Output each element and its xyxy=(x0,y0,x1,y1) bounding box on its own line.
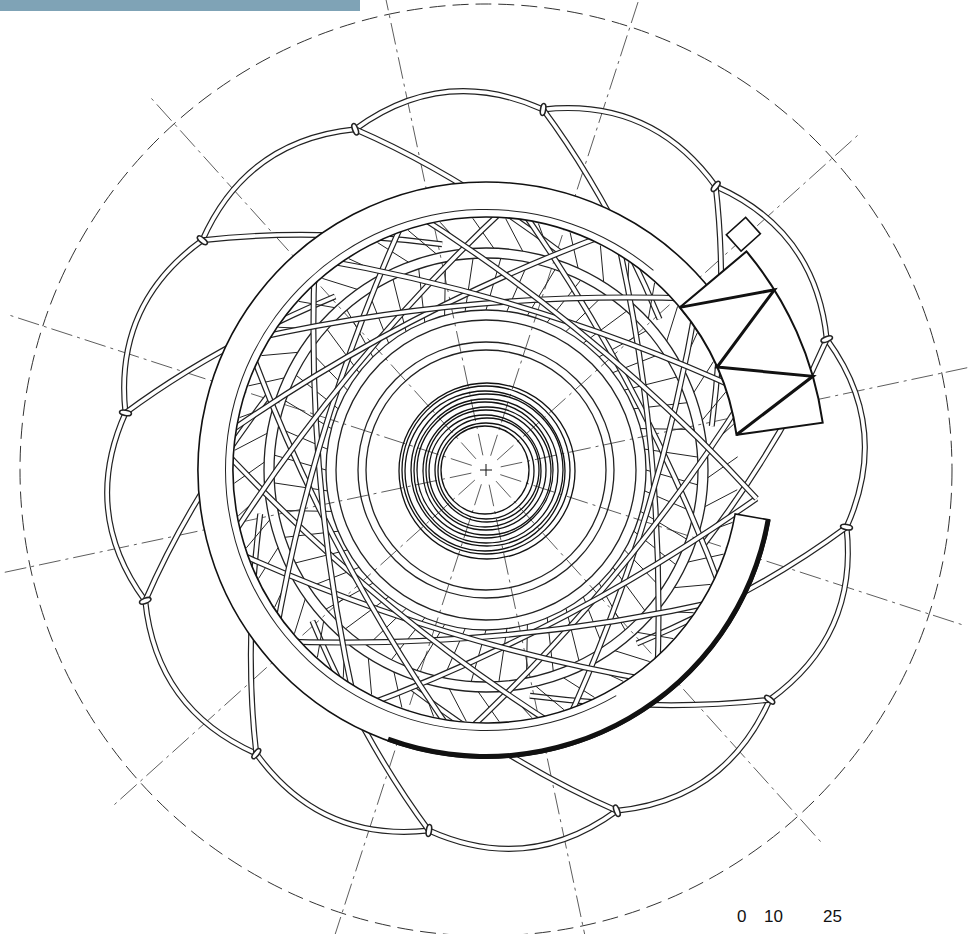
coil-ring xyxy=(435,418,539,522)
petal-arch xyxy=(617,700,770,811)
ramp-band xyxy=(198,182,770,758)
petal-arch xyxy=(355,91,543,129)
petal-arch xyxy=(107,413,145,601)
entry-box xyxy=(726,217,760,251)
radial-tie xyxy=(368,658,371,694)
scale-number: 25 xyxy=(823,908,842,925)
petal-arch xyxy=(145,601,256,754)
radial-tie xyxy=(536,686,564,709)
support-foot xyxy=(425,824,432,837)
petal-arch xyxy=(145,601,256,754)
coil-ring xyxy=(414,399,558,543)
spiral-ramp xyxy=(198,182,823,759)
radial-tie xyxy=(294,599,305,634)
radial-tie xyxy=(705,490,737,507)
radial-tie xyxy=(600,245,603,281)
petal-arch xyxy=(355,91,543,129)
scale-number: 0 xyxy=(737,908,746,925)
petal-arch xyxy=(827,339,865,527)
ramp-edge xyxy=(225,209,654,731)
coil-ring xyxy=(417,402,553,538)
radial-tie xyxy=(408,230,436,253)
petal-arch xyxy=(107,413,145,601)
radial-tie xyxy=(299,301,335,307)
support-foot xyxy=(763,694,776,706)
petal-arch xyxy=(202,129,355,240)
central-coil xyxy=(399,383,575,559)
scale-number: 10 xyxy=(764,908,783,925)
coil-ring xyxy=(399,383,575,559)
support-foot xyxy=(139,596,152,605)
coil-ring xyxy=(429,415,541,527)
radial-tie xyxy=(702,392,725,420)
inner-arch xyxy=(409,209,757,498)
radial-tie xyxy=(667,306,678,341)
inner-arch xyxy=(409,209,757,498)
petal-arch xyxy=(202,129,355,240)
support-foot xyxy=(251,747,263,760)
support-foot xyxy=(119,409,132,416)
coil-ring xyxy=(426,410,546,530)
support-foot xyxy=(840,524,853,531)
radial-tie xyxy=(648,283,654,319)
radial-tie xyxy=(637,632,673,638)
coil-ring xyxy=(441,426,529,514)
ring xyxy=(366,350,606,590)
centre-mark xyxy=(480,464,492,476)
entry-truss xyxy=(680,217,813,434)
radial-tie xyxy=(246,520,269,548)
outer-arches xyxy=(107,91,865,849)
ring xyxy=(336,320,636,620)
coil-ring xyxy=(402,386,570,554)
radial-tie xyxy=(235,433,267,450)
coil-ring xyxy=(423,407,551,535)
radial-tie xyxy=(615,651,650,662)
support-foot xyxy=(710,180,722,193)
petal-arch xyxy=(827,339,865,527)
inner-arch xyxy=(247,297,697,340)
support-foot xyxy=(351,123,360,136)
petal-arch xyxy=(617,700,770,811)
ramp-heavy-edge xyxy=(387,519,770,759)
radial-tie xyxy=(317,621,323,657)
support-foot xyxy=(820,335,833,344)
radial-tie xyxy=(261,352,297,355)
truss-member xyxy=(680,290,813,435)
petal-arch xyxy=(429,811,617,849)
ring xyxy=(264,248,708,692)
support-foot xyxy=(540,103,547,116)
coil-ring xyxy=(438,423,534,519)
ring xyxy=(326,310,646,630)
ring xyxy=(358,342,614,598)
coil-ring xyxy=(411,394,563,546)
coil-ring xyxy=(405,391,565,551)
support-foot xyxy=(196,235,209,247)
radial-tie xyxy=(674,584,710,587)
inner-arch xyxy=(247,297,697,340)
ramp-entry xyxy=(680,251,823,434)
petal-arch xyxy=(429,811,617,849)
radial-tie xyxy=(449,689,466,721)
site-circle xyxy=(20,4,952,934)
radial-tie xyxy=(506,219,523,251)
support-foot xyxy=(612,804,621,817)
header-bar xyxy=(0,0,360,11)
radial-tie xyxy=(322,278,357,289)
